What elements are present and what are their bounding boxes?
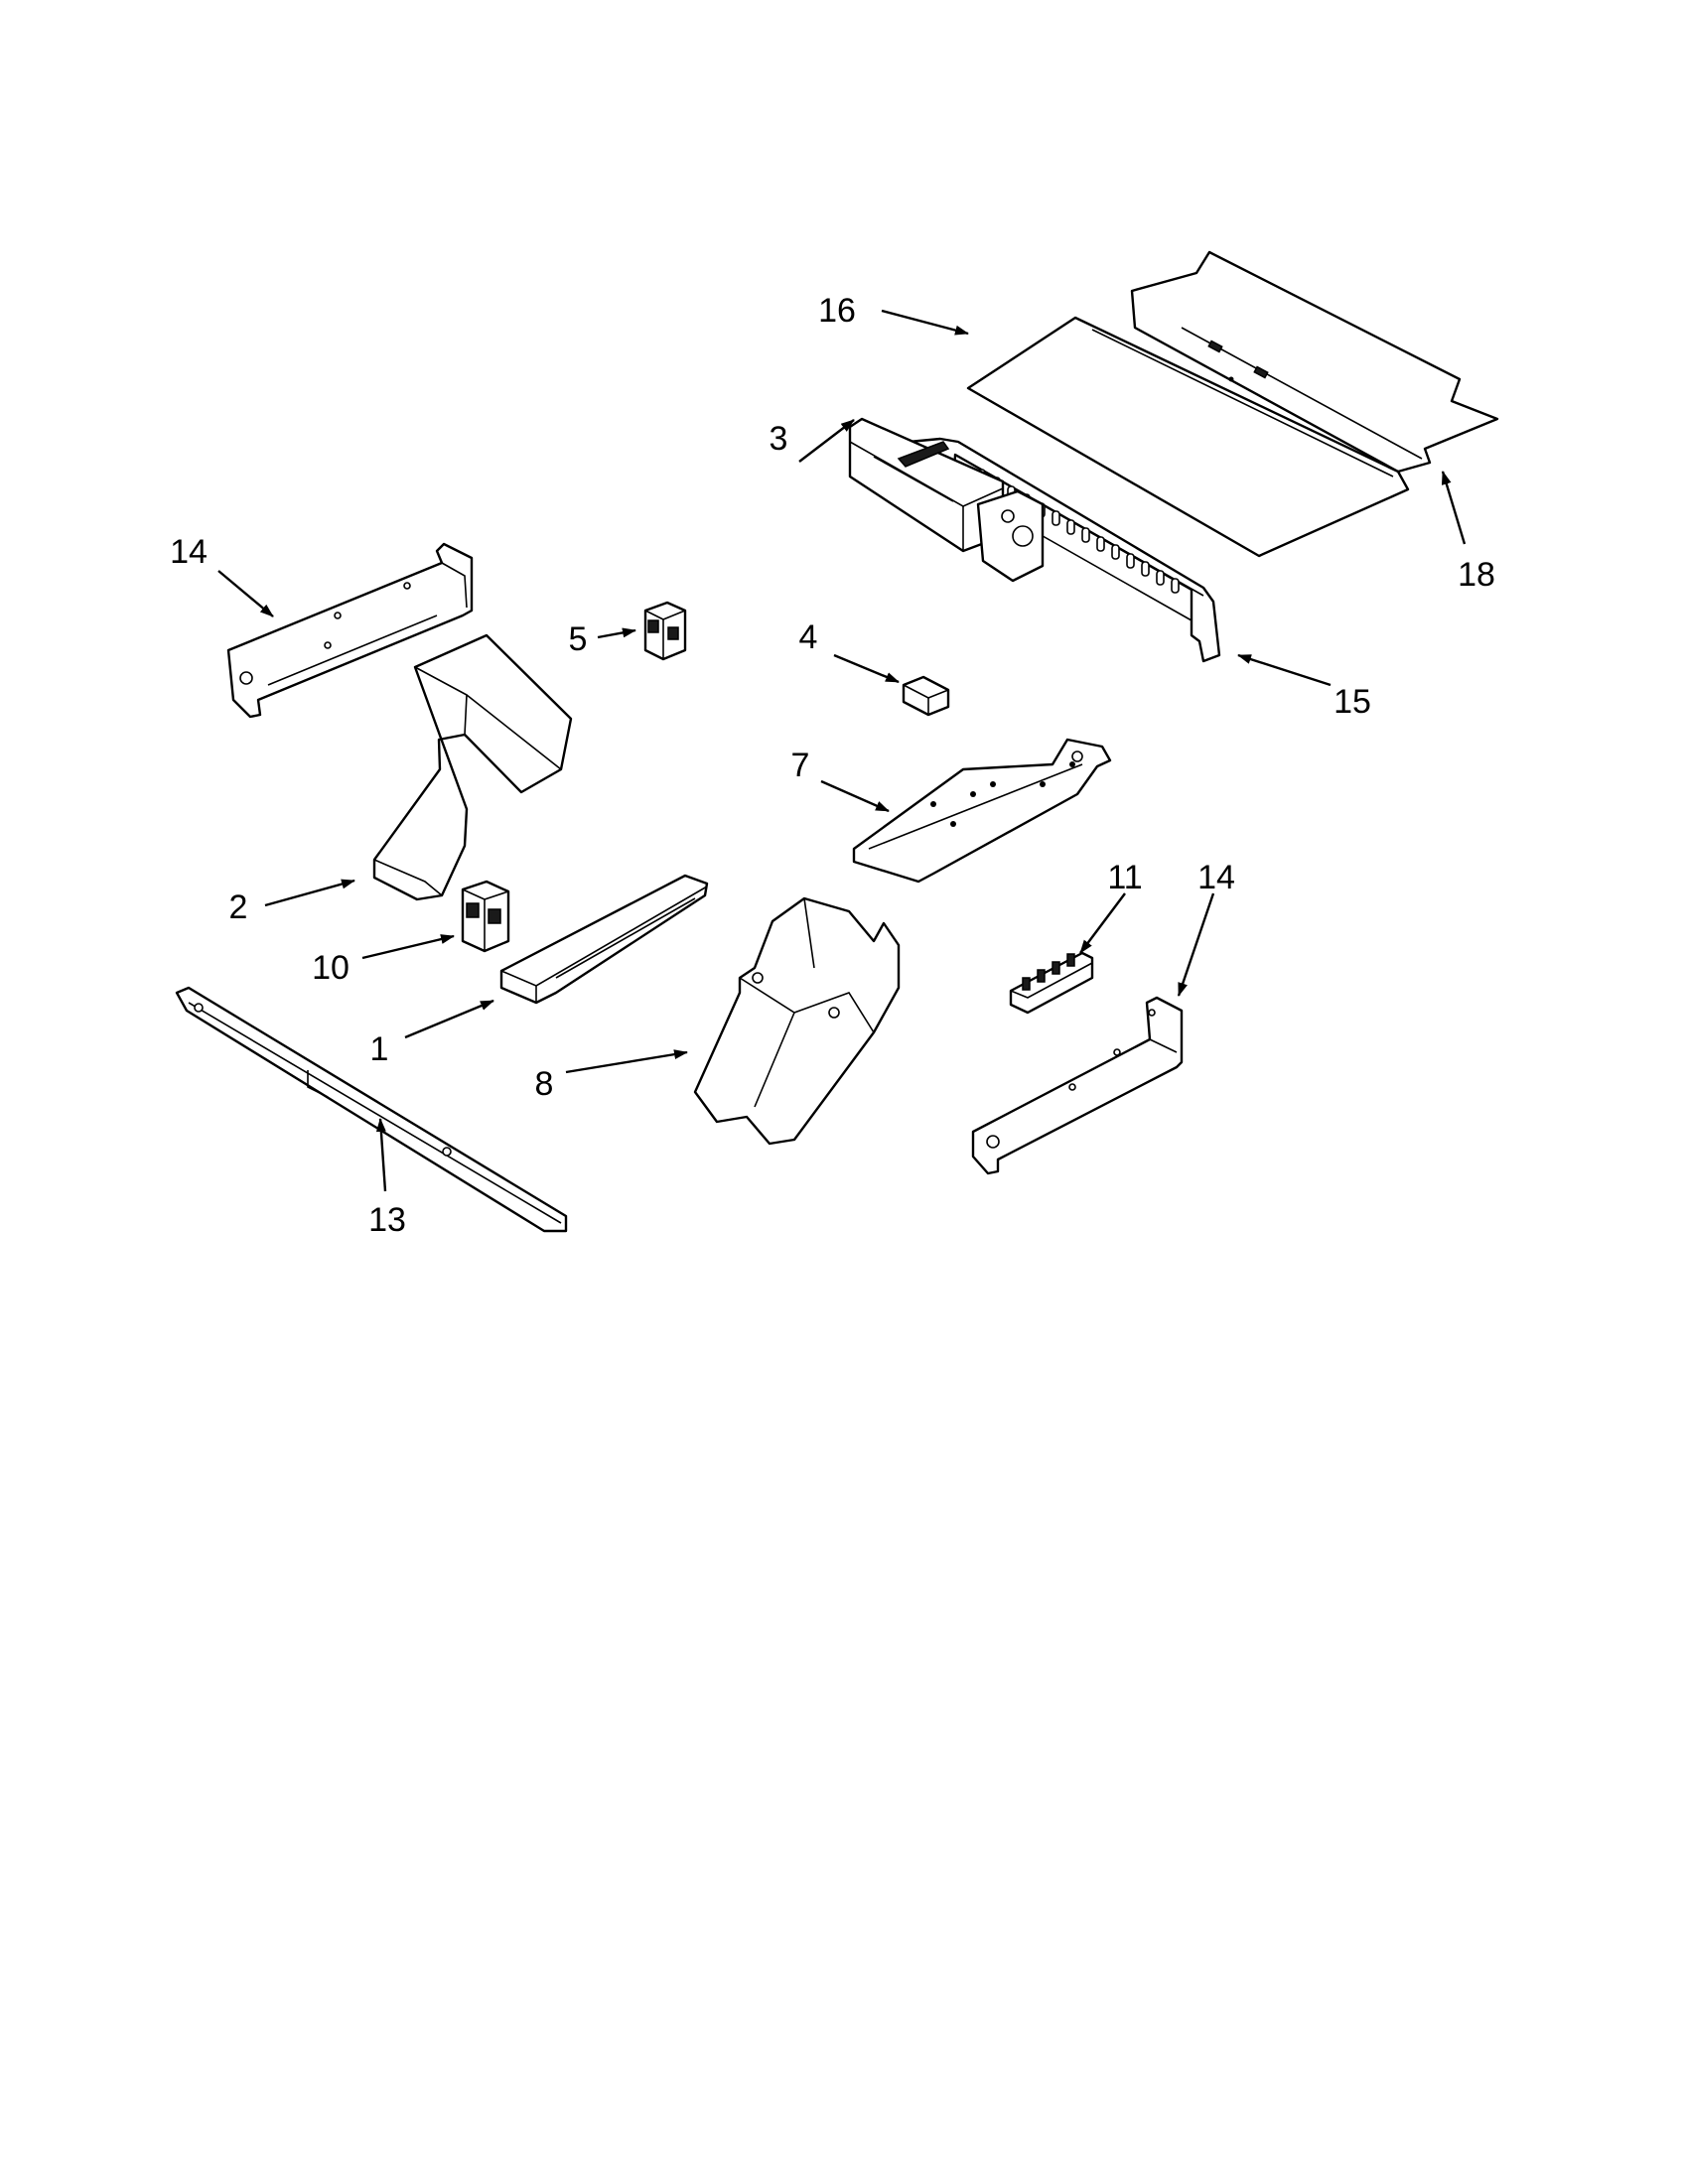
callout-10: 10 <box>312 949 350 987</box>
callout-15: 15 <box>1333 683 1371 721</box>
callout-16: 16 <box>818 292 856 330</box>
callout-1: 1 <box>370 1030 389 1068</box>
callout-13: 13 <box>368 1201 406 1239</box>
callout-11: 11 <box>1107 859 1142 896</box>
part-4-block <box>902 675 950 717</box>
leader-arrows <box>217 309 1467 1192</box>
part-13-bottom-rail <box>175 986 568 1233</box>
part-3-motor-assembly <box>848 417 1045 583</box>
part-11-terminal-block <box>1009 951 1094 1015</box>
callout-7: 7 <box>791 747 810 784</box>
part-14-left-bracket <box>226 542 474 719</box>
part-8-curved-duct <box>693 896 901 1146</box>
callout-4: 4 <box>799 618 818 656</box>
callout-8: 8 <box>535 1065 554 1103</box>
part-5-switch <box>643 601 687 661</box>
callout-5: 5 <box>569 620 588 658</box>
part-10-switch <box>461 880 510 953</box>
part-7-bracket-plate <box>852 738 1112 884</box>
callout-2: 2 <box>229 888 248 926</box>
part-18-top-panel <box>1130 250 1499 474</box>
part-14-right-bracket <box>971 996 1184 1175</box>
callout-18: 18 <box>1458 556 1495 594</box>
callout-14-right: 14 <box>1197 859 1235 896</box>
part-2-duct <box>372 633 573 901</box>
part-1-rail <box>499 874 709 1005</box>
part-16-panel <box>966 316 1410 558</box>
callout-3: 3 <box>770 420 788 458</box>
callout-14-left: 14 <box>170 533 208 571</box>
